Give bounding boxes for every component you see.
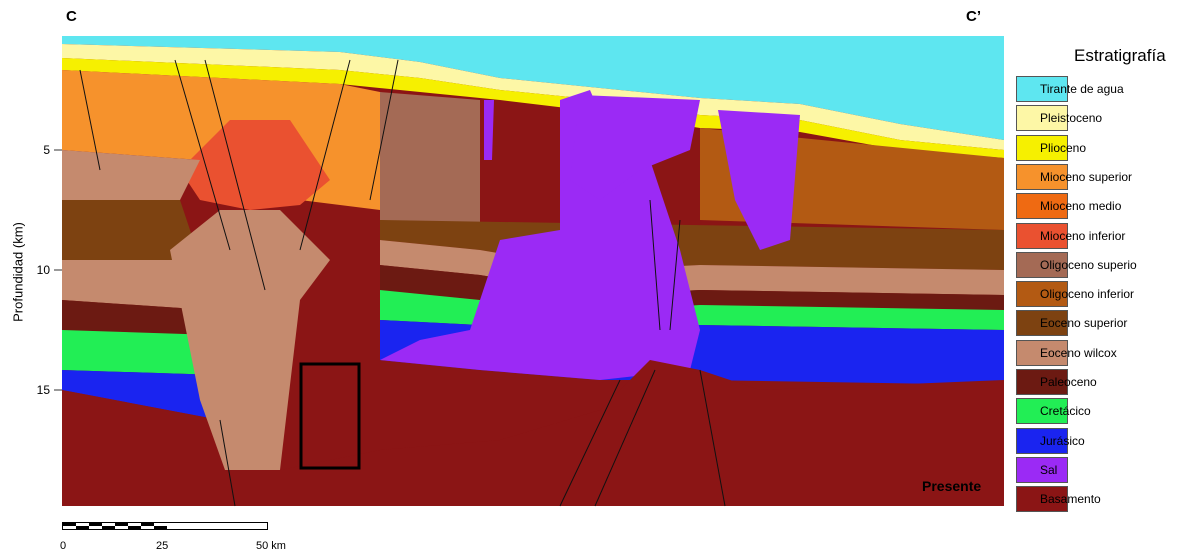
scale-tick-50: 50 km: [256, 540, 286, 552]
scale-tick-25: 25: [156, 540, 169, 552]
legend-swatch: [1016, 339, 1068, 366]
legend-swatch: [1016, 193, 1068, 220]
oligocene-upper-mid: [380, 92, 480, 230]
oligocene-left: [62, 150, 200, 200]
legend-label: Eoceno wilcox: [1040, 345, 1117, 360]
paleocene-left: [62, 300, 215, 335]
legend-swatch: [1016, 427, 1068, 454]
legend-swatch: [1016, 369, 1068, 395]
y-tick-15: 15: [36, 383, 50, 397]
water-layer: [62, 36, 1004, 140]
scale-seg: [154, 526, 167, 529]
legend-swatch: [1016, 76, 1068, 102]
scale-seg: [128, 526, 141, 529]
pliocene-layer: [62, 58, 1004, 158]
salt-diapir-right: [718, 110, 800, 250]
salt-stock-small: [484, 100, 494, 160]
scale-tick-0: 0: [60, 540, 67, 552]
wilcox-left: [62, 260, 210, 310]
legend-swatch: [1016, 281, 1068, 308]
legend-label: Jurásico: [1040, 433, 1085, 448]
section-start-label: C: [66, 8, 77, 25]
legend-swatch: [1016, 251, 1068, 278]
miocene-lower-left: [180, 120, 330, 210]
scale-seg: [141, 523, 154, 526]
pleistocene-layer: [62, 44, 1004, 150]
legend-swatch: [1016, 105, 1068, 132]
legend-label: Mioceno superior: [1040, 169, 1133, 184]
scale-seg: [76, 526, 89, 529]
legend-swatch: [1016, 456, 1068, 483]
legend-label: Pleistoceno: [1040, 111, 1103, 126]
legend-label: Basamento: [1040, 492, 1101, 507]
eocene-left: [62, 200, 200, 260]
legend-label: Oligoceno superio: [1040, 257, 1137, 272]
section-end-label: C’: [966, 8, 981, 25]
legend-swatch: [1016, 398, 1068, 425]
scale-seg: [102, 526, 115, 529]
legend-label: Mioceno inferior: [1040, 228, 1126, 243]
scale-seg: [63, 523, 76, 526]
highlight-box: [299, 362, 361, 470]
y-tick-5: 5: [43, 143, 50, 157]
legend-swatch: [1016, 310, 1068, 337]
legend-label: Tirante de agua: [1040, 82, 1124, 96]
scale-seg: [115, 523, 128, 526]
legend-label: Paleoceno: [1040, 375, 1097, 389]
legend-label: Eoceno superior: [1040, 316, 1128, 331]
stage-label: Presente: [922, 478, 982, 494]
legend-label: Mioceno medio: [1040, 199, 1122, 214]
cretaceous-left: [62, 330, 220, 375]
legend-label: Cretácico: [1040, 404, 1091, 419]
wedge-basin: [170, 210, 330, 470]
basement-top: [62, 360, 1004, 506]
salt-canopy: [570, 95, 700, 200]
legend-label: Plioceno: [1040, 140, 1087, 155]
legend-swatch: [1016, 134, 1068, 161]
scale-bar: [62, 522, 268, 530]
jurassic-left: [62, 370, 220, 420]
legend-label: Oligoceno inferior: [1040, 287, 1135, 302]
y-tick-10: 10: [36, 263, 50, 277]
y-axis-ticks: [54, 149, 62, 391]
legend-swatch: [1016, 486, 1068, 513]
legend-swatch: [1016, 222, 1068, 249]
legend-swatch: [1016, 163, 1068, 190]
legend-title: Estratigrafía: [1074, 46, 1166, 65]
legend-label: Sal: [1040, 462, 1058, 477]
scale-seg: [89, 523, 102, 526]
fault-lines: [79, 59, 726, 507]
